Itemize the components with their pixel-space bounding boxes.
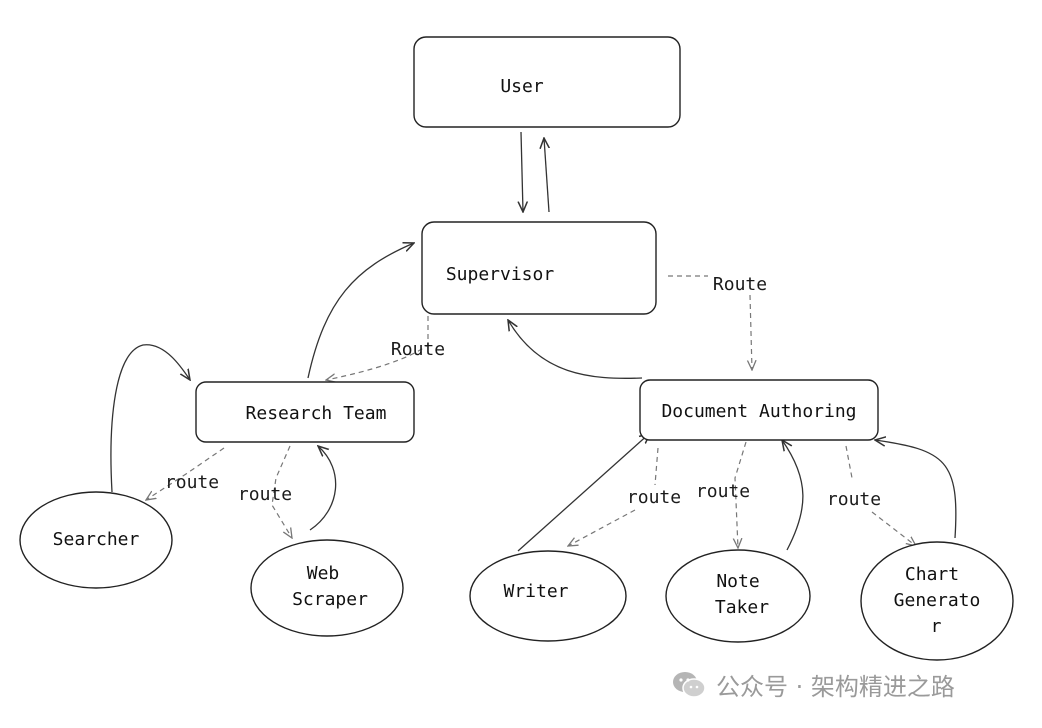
node-web-scraper: Web Scraper [250, 539, 404, 637]
edge-label-research-to-scraper: route [238, 484, 292, 505]
watermark-text: 公众号 · 架构精进之路 [716, 673, 955, 701]
edge-document-to-chart [845, 445, 916, 546]
node-research-team: Research Team [195, 381, 415, 443]
edge-document-to-note-taker [735, 441, 747, 548]
edge-note-taker-to-document [782, 440, 804, 551]
node-chart-generator-label-2: Generato [894, 590, 981, 611]
edge-supervisor-to-document [668, 275, 752, 370]
edge-supervisor-to-research [326, 316, 429, 380]
node-writer-label: Writer [503, 581, 568, 602]
node-supervisor: Supervisor [421, 221, 657, 315]
wechat-icon [673, 671, 706, 698]
node-chart-generator-label-1: Chart [905, 564, 959, 585]
node-supervisor-label: Supervisor [446, 264, 555, 285]
node-user-label: User [500, 76, 544, 97]
node-web-scraper-label-2: Scraper [292, 589, 368, 610]
node-searcher: Searcher [19, 491, 173, 589]
node-web-scraper-label-1: Web [307, 563, 340, 584]
edge-scraper-to-research [309, 446, 337, 531]
edge-supervisor-to-user [544, 138, 549, 213]
node-user: User [413, 36, 681, 128]
edge-chart-to-document [875, 440, 957, 539]
node-searcher-label: Searcher [53, 529, 140, 550]
edge-research-to-searcher [146, 447, 225, 500]
node-chart-generator: Chart Generato r [860, 541, 1014, 661]
edge-research-to-supervisor [307, 243, 414, 379]
edge-label-supervisor-to-document: Route [713, 274, 767, 295]
edge-label-document-to-chart: route [827, 489, 881, 510]
edge-searcher-to-research [110, 344, 190, 493]
edge-document-to-writer [568, 447, 659, 546]
edge-user-to-supervisor [521, 131, 523, 212]
edge-research-to-scraper [271, 445, 292, 538]
node-note-taker: Note Taker [665, 549, 811, 643]
node-chart-generator-label-3: r [931, 616, 942, 637]
node-document-authoring-label: Document Authoring [661, 401, 856, 422]
edge-writer-to-document [517, 433, 650, 552]
edge-document-to-supervisor [508, 320, 643, 379]
watermark: 公众号 · 架构精进之路 [672, 667, 955, 702]
edge-label-supervisor-to-research: Route [391, 339, 445, 360]
edge-label-research-to-searcher: route [165, 472, 219, 493]
edge-label-document-to-note-taker: route [696, 481, 750, 502]
edge-label-document-to-writer: route [627, 487, 681, 508]
node-writer: Writer [469, 550, 627, 642]
node-note-taker-label-1: Note [716, 571, 759, 592]
node-research-team-label: Research Team [246, 403, 387, 424]
node-note-taker-label-2: Taker [715, 597, 769, 618]
node-document-authoring: Document Authoring [639, 379, 879, 441]
